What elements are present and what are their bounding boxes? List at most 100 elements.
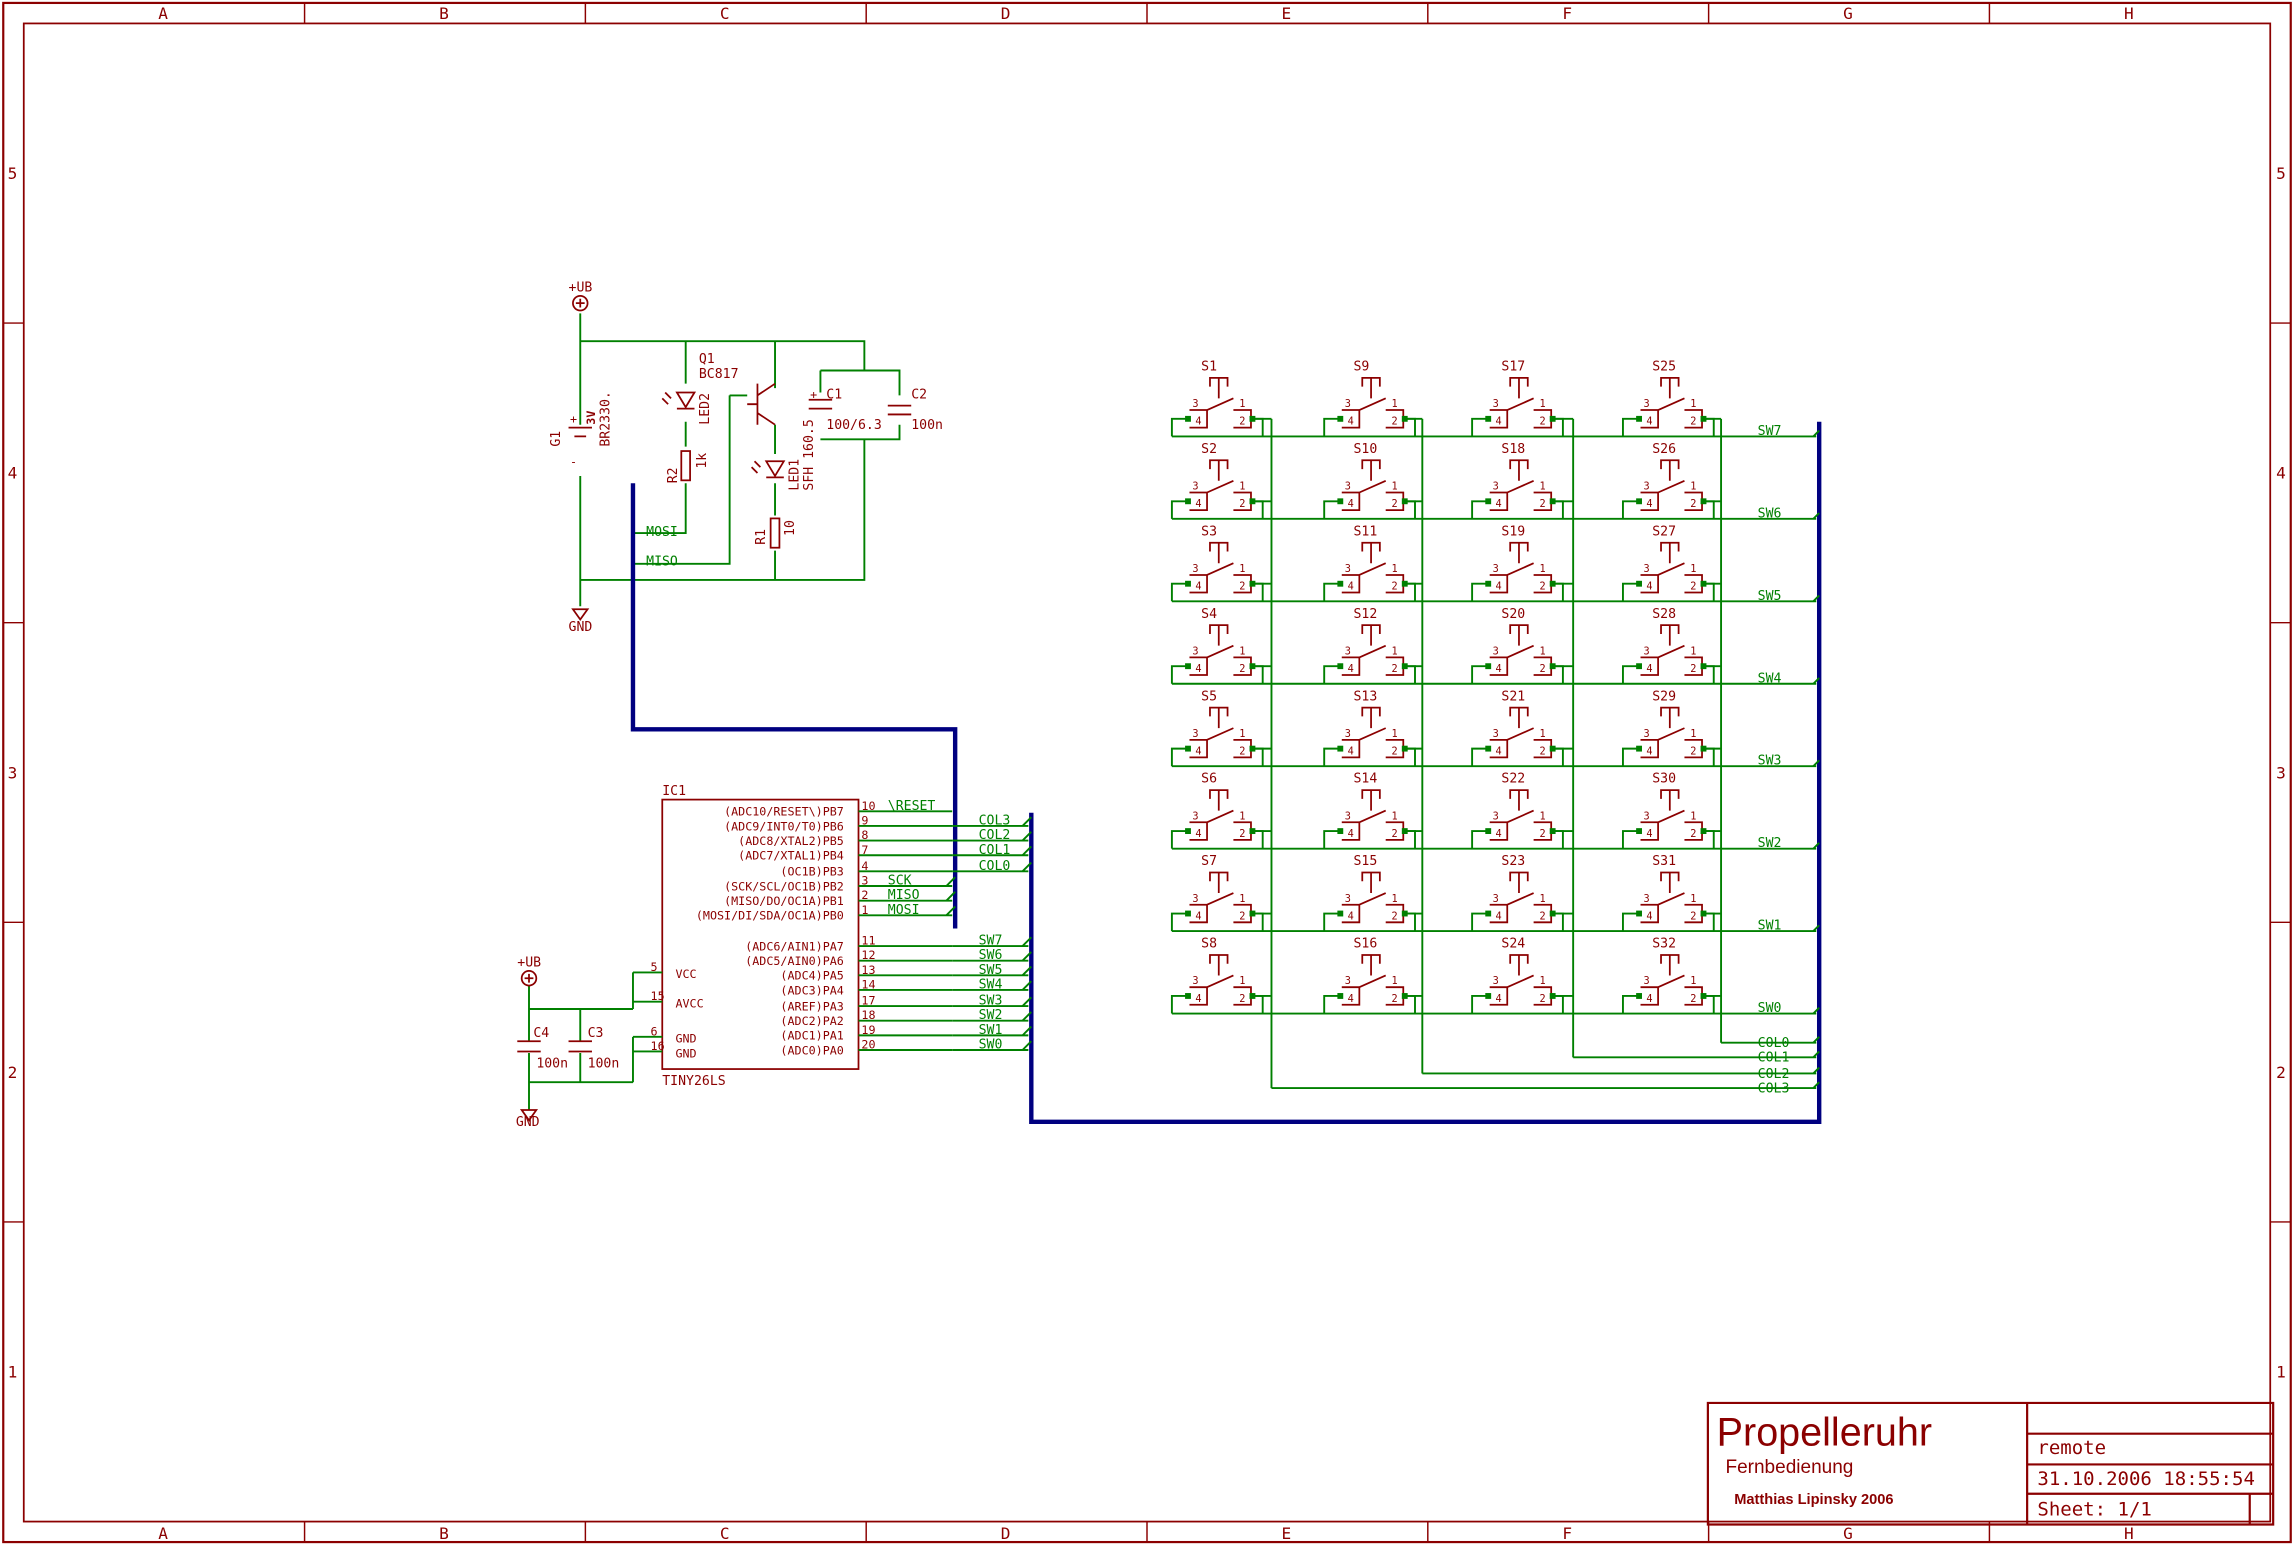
- switch-matrix-wires: [1170, 417, 1820, 1090]
- switch-pin-number: 3: [1345, 975, 1351, 987]
- ic1-pin-label: (SCK/SCL/OC1B)PB2: [724, 879, 844, 893]
- ic1-power-pin-number: 15: [651, 989, 665, 1003]
- ic1-pin-label: (ADC0)PA0: [780, 1043, 843, 1057]
- r2-name: R2: [666, 467, 681, 483]
- switch-pin-number: 4: [1496, 581, 1502, 593]
- led2-name: LED2: [698, 393, 713, 425]
- ic1-pin-label: (ADC5/AIN0)PA6: [745, 954, 844, 968]
- switch-pin-number: 2: [1392, 416, 1398, 428]
- switch-pin-number: 4: [1195, 745, 1201, 757]
- switch-pin-number: 2: [1239, 498, 1245, 510]
- frame-col-label: E: [1282, 4, 1292, 23]
- c1-name: C1: [826, 387, 842, 402]
- q1-value: BC817: [699, 367, 739, 382]
- capacitor-c3: C3 100n: [568, 1026, 619, 1072]
- switch-pin-number: 1: [1539, 481, 1545, 493]
- switch-pin-number: 1: [1239, 728, 1245, 740]
- switch-name: S19: [1501, 524, 1525, 539]
- col-net-label: COL0: [1758, 1036, 1790, 1051]
- ic1-pin-net-label: \RESET: [888, 799, 936, 814]
- switch-pin-number: 1: [1690, 645, 1696, 657]
- switch-pin-number: 3: [1493, 975, 1499, 987]
- switch-name: S9: [1353, 360, 1369, 375]
- switch-pin-number: 2: [1392, 828, 1398, 840]
- switch-pin-number: 2: [1239, 910, 1245, 922]
- switch-pin-number: 1: [1392, 398, 1398, 410]
- ic1-pin-number: 20: [861, 1038, 875, 1052]
- title-block-author: Matthias Lipinsky 2006: [1734, 1492, 1893, 1508]
- capacitor-c2: C2 100n: [887, 387, 943, 433]
- switch-name: S25: [1652, 360, 1676, 375]
- ic1-pin-number: 10: [861, 799, 875, 813]
- switch-pin-number: 4: [1646, 416, 1652, 428]
- ic1-pin-label: (ADC6/AIN1)PA7: [745, 939, 844, 953]
- row-net-label: SW4: [1758, 671, 1782, 686]
- ic1-pin-net-label: SW3: [979, 994, 1003, 1009]
- ic1-pin-net-label: SW7: [979, 934, 1003, 949]
- switch-name: S27: [1652, 524, 1676, 539]
- gnd-symbol-ic: GND: [516, 1109, 540, 1130]
- col-net-label: COL3: [1758, 1081, 1790, 1096]
- ic1-power-pin-label: GND: [675, 1032, 696, 1046]
- title-block-sheet: Sheet: 1/1: [2037, 1499, 2151, 1521]
- frame-col-label: C: [720, 1524, 730, 1543]
- ic1-pin-number: 7: [861, 843, 868, 857]
- switch-pin-number: 1: [1539, 398, 1545, 410]
- ic1-pin-label: (ADC1)PA1: [780, 1029, 843, 1043]
- frame-col-label: H: [2124, 1524, 2134, 1543]
- ic1-pin-number: 13: [861, 963, 875, 977]
- r1-name: R1: [754, 529, 769, 545]
- ic1-pin-net-label: COL1: [979, 843, 1011, 858]
- switch-pin-number: 3: [1643, 975, 1649, 987]
- switch-pin-number: 4: [1195, 416, 1201, 428]
- frame-col-label: G: [1843, 1524, 1853, 1543]
- switch-pin-number: 3: [1345, 398, 1351, 410]
- ic1-power-pin-label: VCC: [675, 967, 696, 981]
- switch-pin-number: 4: [1496, 745, 1502, 757]
- switch-pin-number: 2: [1392, 910, 1398, 922]
- switch-name: S12: [1353, 607, 1377, 622]
- switch-pin-number: 4: [1646, 663, 1652, 675]
- col-net-label: COL2: [1758, 1067, 1790, 1082]
- ic1-pin-net-label: SW5: [979, 963, 1003, 978]
- vcc-supply-symbol: +UB: [569, 280, 592, 312]
- col-net-label: COL1: [1758, 1051, 1790, 1066]
- frame-row-label: 3: [2276, 763, 2286, 782]
- ic1-pin-label: (ADC8/XTAL2)PB5: [738, 834, 844, 848]
- led2: LED2: [661, 391, 713, 425]
- ic1-pin-label: (MOSI/DI/SDA/OC1A)PB0: [696, 909, 844, 923]
- ic1-pin-label: (ADC7/XTAL1)PB4: [738, 849, 844, 863]
- switch-pin-number: 3: [1192, 893, 1198, 905]
- g1-name: G1: [549, 431, 564, 447]
- row-net-label: SW5: [1758, 589, 1782, 604]
- title-block: Propelleruhr Fernbedienung Matthias Lipi…: [1706, 1401, 2275, 1526]
- row-net-label: SW1: [1758, 919, 1782, 934]
- ic1-pin-number: 14: [861, 978, 875, 992]
- switch-name: S28: [1652, 607, 1676, 622]
- switch-name: S26: [1652, 442, 1676, 457]
- switch-pin-number: 3: [1493, 645, 1499, 657]
- g1-plus: +: [570, 412, 577, 426]
- switch-pin-number: 3: [1493, 728, 1499, 740]
- switch-pin-number: 3: [1345, 728, 1351, 740]
- switch-pin-number: 2: [1690, 498, 1696, 510]
- resistor-r2: R2 1k: [666, 450, 710, 483]
- frame-col-label: H: [2124, 4, 2134, 23]
- switch-pin-number: 3: [1493, 810, 1499, 822]
- switch-pin-number: 1: [1539, 563, 1545, 575]
- ic1-pin-number: 17: [861, 994, 875, 1008]
- switch-pin-number: 4: [1496, 663, 1502, 675]
- ic1-pin-label: (ADC9/INT0/T0)PB6: [724, 819, 844, 833]
- ic1-power-pin-label: GND: [675, 1046, 696, 1060]
- frame-row-label: 4: [2276, 464, 2286, 483]
- vcc-supply-symbol-ic: +UB: [517, 956, 541, 987]
